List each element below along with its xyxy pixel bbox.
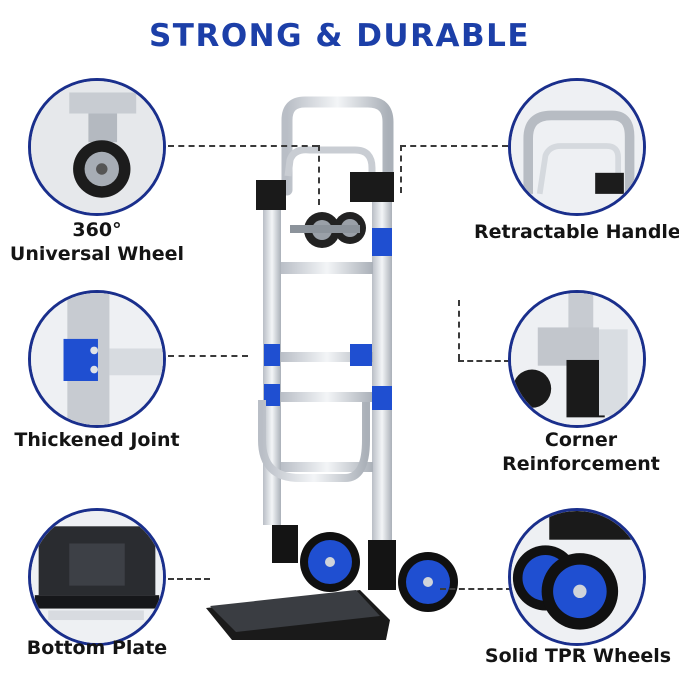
universal-wheel-closeup: [28, 78, 166, 216]
caster-wheel-icon: [31, 81, 163, 213]
connector-line: [400, 145, 402, 193]
tpr-wheel-icon: [511, 511, 643, 643]
corner-reinforcement-closeup: [508, 290, 646, 428]
tpr-wheels-closeup: [508, 508, 646, 646]
connector-line: [458, 360, 510, 362]
connector-line: [168, 355, 248, 357]
page-title: STRONG & DURABLE: [148, 18, 531, 54]
joint-icon: [31, 293, 163, 425]
thickened-joint-closeup: [28, 290, 166, 428]
connector-line: [168, 578, 210, 580]
thickened-joint-label: Thickened Joint: [14, 429, 180, 451]
bottom-plate-closeup: [28, 508, 166, 646]
connector-line: [168, 145, 318, 147]
corner-bracket-icon: [511, 293, 643, 425]
retractable-handle-closeup: [508, 78, 646, 216]
connector-line: [400, 145, 508, 147]
bottom-plate-label: Bottom Plate: [26, 637, 168, 659]
connector-line: [458, 300, 460, 360]
plate-icon: [31, 511, 163, 643]
connector-line: [318, 145, 320, 205]
tpr-wheels-label: Solid TPR Wheels: [484, 645, 672, 667]
universal-wheel-label: 360° Universal Wheel: [9, 219, 185, 265]
retractable-handle-label: Retractable Handle: [474, 221, 679, 243]
corner-reinforcement-label: Corner Reinforcement: [502, 429, 660, 475]
handle-icon: [511, 81, 643, 213]
connector-line: [440, 588, 512, 590]
